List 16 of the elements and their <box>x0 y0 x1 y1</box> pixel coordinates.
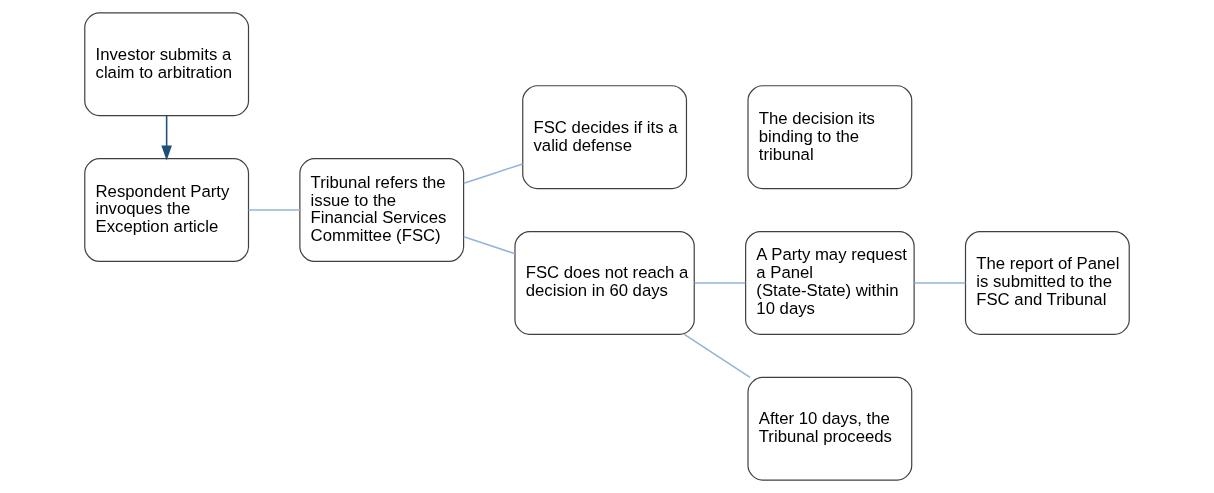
node-box: The decision its binding to the tribunal <box>747 85 913 190</box>
connector <box>693 282 747 284</box>
connector <box>913 282 967 284</box>
node-box: After 10 days, the Tribunal proceeds <box>747 376 913 481</box>
node-box: Tribunal refers the issue to the Financial Services Committee (FSC) <box>299 158 465 263</box>
node-box: A Party may request a Panel (State-State) within 10 days <box>745 230 915 335</box>
connector <box>683 333 751 379</box>
connector <box>463 163 524 185</box>
node-box: Respondent Party invoques the Exception article <box>84 158 250 263</box>
connector <box>247 209 301 211</box>
node-box: The report of Panel is submitted to the FSC and Tribunal <box>964 230 1130 335</box>
arrow <box>161 114 172 161</box>
node-box: FSC does not reach a decision in 60 days <box>514 230 695 335</box>
node-box: FSC decides if its a valid defense <box>522 85 688 190</box>
connector <box>463 236 516 255</box>
node-box: Investor submits a claim to arbitration <box>84 12 250 117</box>
